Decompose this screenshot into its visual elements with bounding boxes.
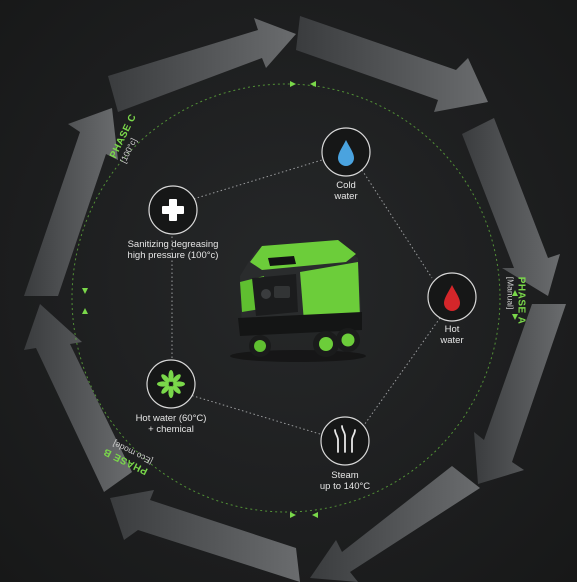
node-steam-circle — [320, 416, 370, 466]
ring-arrowhead — [512, 290, 518, 296]
hot-water-label-line2: water — [440, 335, 464, 346]
connector-cold-hot — [361, 169, 433, 279]
steam-label: Steam up to 140°C — [285, 470, 405, 492]
leaf-star-icon — [157, 370, 185, 398]
cycle-arrow-top-left — [108, 18, 296, 112]
outer-cycle-arrows — [24, 16, 566, 582]
cold-water-label-line1: Cold — [336, 180, 356, 191]
steam-label-line2: up to 140°C — [319, 481, 371, 492]
steam-label-line1: Steam — [331, 470, 359, 481]
steam-icon — [334, 425, 356, 453]
ring-arrowhead — [82, 288, 88, 294]
cycle-arrow-right-lower — [474, 304, 566, 484]
ring-arrowhead — [82, 308, 88, 314]
phase-a-title: PHASE A — [515, 276, 527, 325]
hot-water-label: Hot water — [392, 324, 512, 346]
phase-a-label: PHASE A [Manual] — [505, 277, 526, 325]
cycle-arrow-right-upper — [462, 118, 560, 296]
inner-dashed-ring — [71, 83, 501, 513]
sanitizing-label-line1: Sanitizing degreasing — [127, 239, 219, 250]
hot-water-chemical-label-line2: + chemical — [148, 424, 194, 435]
phase-a-subtitle: [Manual] — [505, 276, 516, 310]
node-cold-water-circle — [321, 127, 371, 177]
water-drop-icon — [444, 285, 460, 311]
cycle-arrow-left-lower — [24, 304, 132, 492]
ring-arrowhead — [512, 314, 518, 320]
cycle-arrow-bottom-right — [310, 466, 480, 582]
hot-water-chemical-label: Hot water (60°C) + chemical — [111, 413, 231, 435]
node-hot-water-chemical-circle — [146, 359, 196, 409]
ring-arrowhead — [312, 512, 318, 518]
sanitizing-label-line2: high pressure (100°c) — [127, 250, 219, 261]
cold-water-label-line2: water — [334, 191, 358, 202]
hot-water-label-line1: Hot — [444, 324, 460, 335]
ring-arrowheads — [82, 81, 518, 518]
sanitizing-label: Sanitizing degreasing high pressure (100… — [113, 239, 233, 261]
node-sanitizing-circle — [148, 185, 198, 235]
plus-cross-icon — [162, 199, 184, 221]
cycle-arrow-left-upper — [24, 108, 118, 296]
ring-arrowhead — [290, 81, 296, 87]
cycle-arrow-bottom-left — [110, 490, 300, 582]
connector-steam-chemical — [189, 394, 321, 435]
connector-hot-steam — [361, 317, 441, 429]
cycle-arrow-top-right — [296, 16, 488, 112]
connector-sanitizing-cold — [189, 159, 323, 201]
node-connectors — [171, 159, 441, 435]
steam-cleaner-machine — [230, 240, 366, 362]
ring-arrowhead — [290, 512, 296, 518]
hot-water-chemical-label-line1: Hot water (60°C) — [135, 413, 207, 424]
ring-arrowhead — [310, 81, 316, 87]
water-drop-icon — [338, 140, 354, 166]
cold-water-label: Cold water — [286, 180, 406, 202]
node-hot-water-circle — [427, 272, 477, 322]
